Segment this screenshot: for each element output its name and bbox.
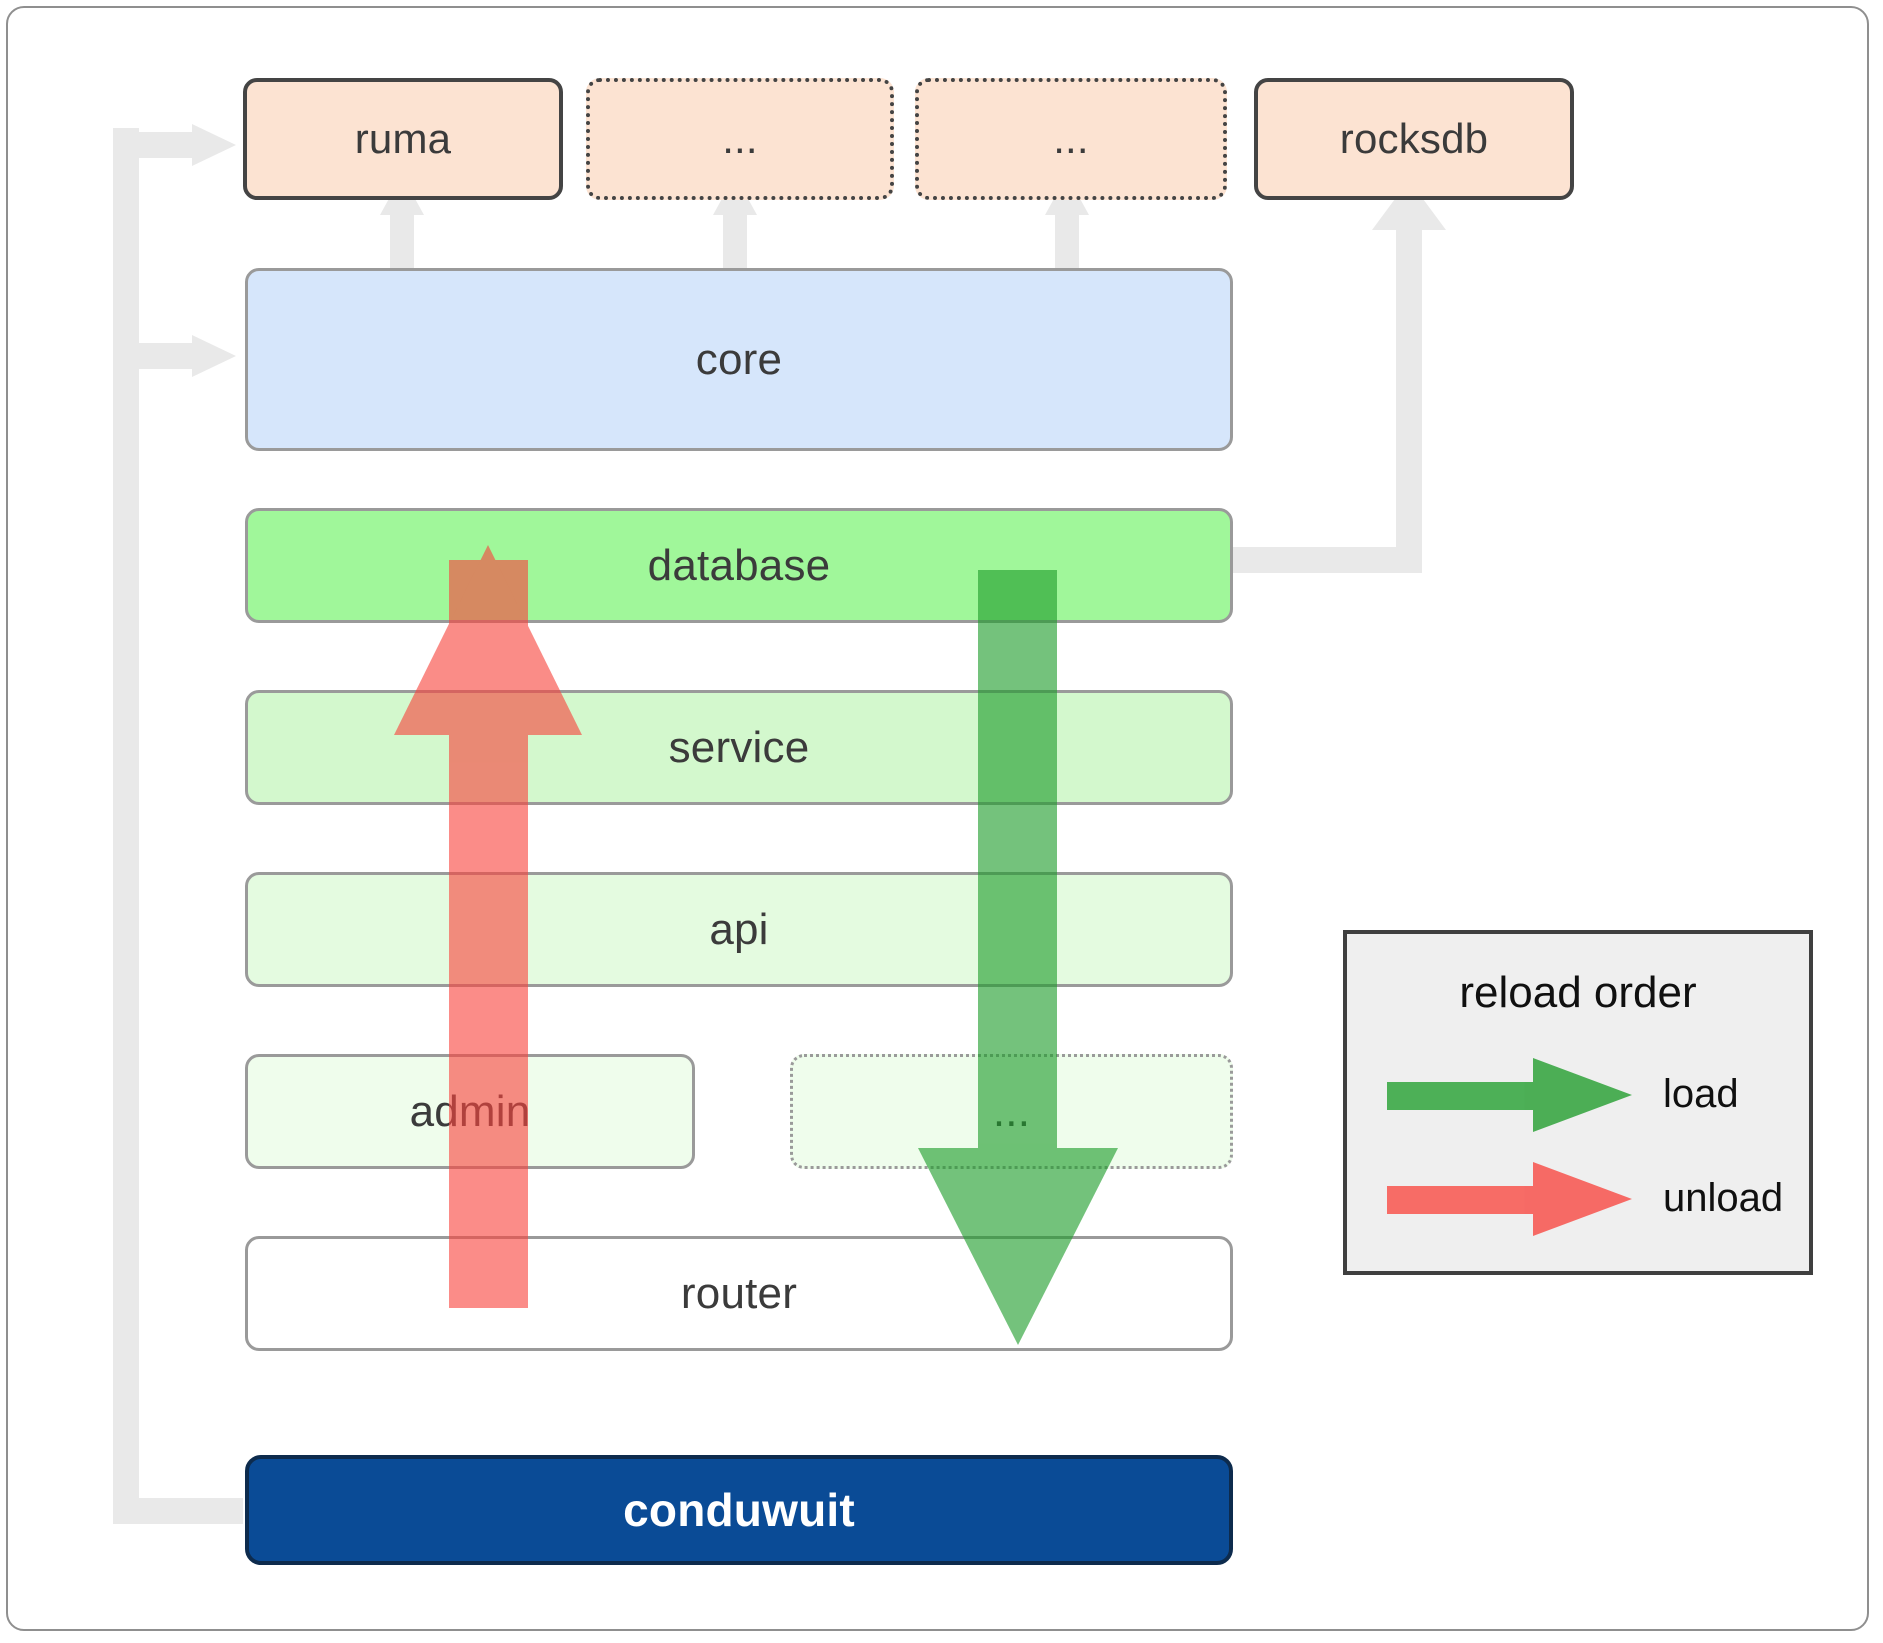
legend-load-arrow [1387,1058,1632,1132]
unload-arrow [394,545,582,1308]
legend-title: reload order [1459,968,1697,1017]
legend-unload-label: unload [1663,1176,1784,1220]
legend-unload-arrow [1387,1162,1632,1236]
node-api[interactable]: api [245,872,1233,987]
node-dots-1[interactable]: ... [586,78,894,200]
node-dots-2[interactable]: ... [915,78,1227,200]
legend-load-label: load [1663,1072,1739,1116]
node-router[interactable]: router [245,1236,1233,1351]
node-core[interactable]: core [245,268,1233,451]
legend-panel: reload order load unload [1343,930,1813,1275]
load-arrow [918,570,1118,1345]
